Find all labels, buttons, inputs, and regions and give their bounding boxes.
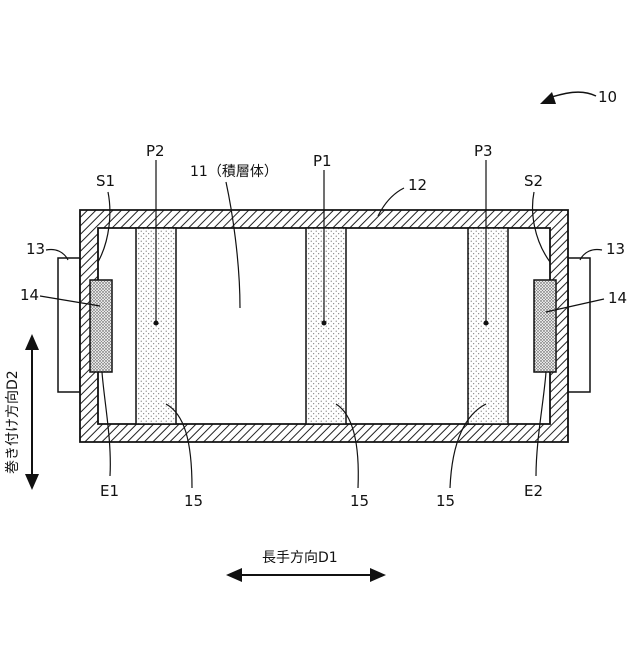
label-13-left: 13 xyxy=(26,240,45,258)
label-14-left: 14 xyxy=(20,286,39,304)
electrode-block-right xyxy=(534,280,556,372)
long-direction-arrowhead-left xyxy=(226,568,242,582)
label-15-mid: 15 xyxy=(350,492,369,510)
terminal-tab-left xyxy=(58,258,80,392)
winding-direction-arrowhead-down xyxy=(25,474,39,490)
label-s2: S2 xyxy=(524,172,543,190)
label-s1: S1 xyxy=(96,172,115,190)
figure-number: 10 xyxy=(598,88,617,106)
figure-number-arrowhead xyxy=(540,92,556,104)
label-12: 12 xyxy=(408,176,427,194)
electrode-block-left xyxy=(90,280,112,372)
label-11: 11（積層体） xyxy=(190,164,278,180)
spacer-column-right xyxy=(468,228,508,424)
winding-direction-label: 巻き付け方向D2 xyxy=(5,370,21,474)
label-p1: P1 xyxy=(313,152,332,170)
terminal-tab-right xyxy=(568,258,590,392)
p2-point xyxy=(154,321,159,326)
label-14-right: 14 xyxy=(608,289,627,307)
label-p3: P3 xyxy=(474,142,493,160)
label-p2: P2 xyxy=(146,142,165,160)
p1-point xyxy=(322,321,327,326)
label-e2: E2 xyxy=(524,482,543,500)
long-direction-label: 長手方向D1 xyxy=(262,550,338,566)
label-13-right: 13 xyxy=(606,240,625,258)
long-direction-arrowhead-right xyxy=(370,568,386,582)
label-e1: E1 xyxy=(100,482,119,500)
label-15-left: 15 xyxy=(184,492,203,510)
winding-direction-arrowhead-up xyxy=(25,334,39,350)
figure-number-leader xyxy=(548,92,596,98)
p3-point xyxy=(484,321,489,326)
label-15-right: 15 xyxy=(436,492,455,510)
spacer-column-middle xyxy=(306,228,346,424)
label-11-leader xyxy=(226,182,240,308)
